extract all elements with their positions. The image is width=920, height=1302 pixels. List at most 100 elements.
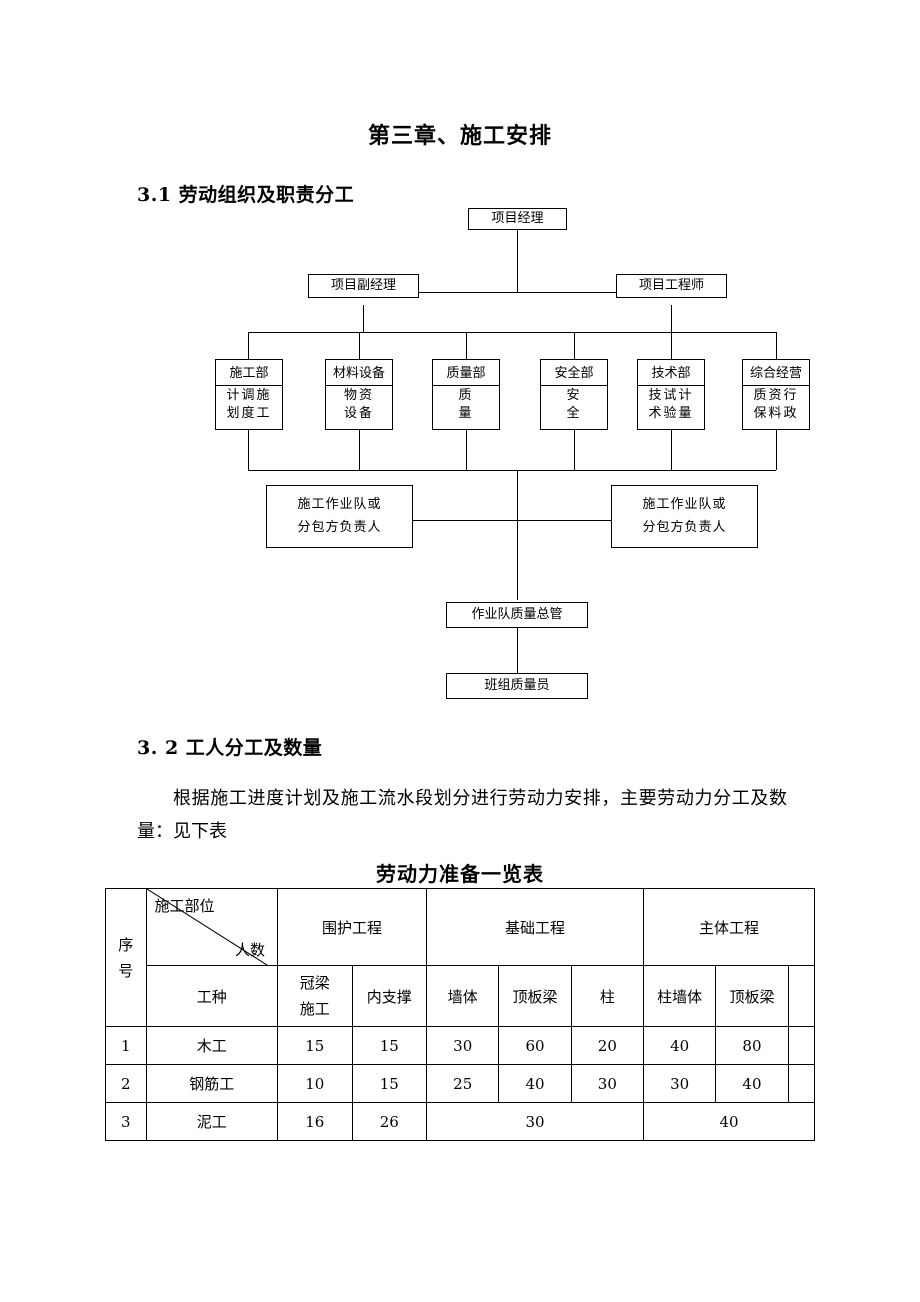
subheader-inner-support: 内支撑 [351, 965, 428, 1027]
org-node-label: 项目副经理 [330, 277, 396, 293]
duty-line: 计调施 [226, 388, 272, 404]
subheader-top-slab-beam: 顶板梁 [498, 965, 572, 1027]
header-worktype: 工种 [145, 965, 279, 1027]
body-paragraph: 根据施工进度计划及施工流水段划分进行劳动力安排，主要劳动力分工及数量：见下表 [137, 788, 787, 842]
row-cell: 40 [642, 1026, 717, 1065]
org-node-team-quality-director: 作业队质量总管 [446, 602, 588, 628]
row-cell: 40 [498, 1064, 572, 1103]
org-node-department-construction: 施工部 计调施 划度工 [215, 359, 283, 430]
header-group-foundation: 基础工程 [426, 888, 644, 966]
department-duties: 技试计 术验量 [638, 386, 704, 425]
duty-line: 质 [458, 388, 474, 404]
section-heading-3-1: 3.1 劳动组织及职责分工 [137, 184, 355, 206]
department-duties: 计调施 划度工 [216, 386, 282, 425]
duty-line: 术验量 [648, 405, 694, 421]
header-seq-line-2: 号 [118, 961, 134, 980]
subheader-wall: 墙体 [426, 965, 500, 1027]
department-duties: 质资行 保料政 [743, 386, 809, 425]
corner-upper-label: 施工部位 [154, 897, 215, 915]
duty-line: 安 [566, 388, 582, 404]
connector-left-mgr-down [363, 305, 364, 332]
org-node-work-team-right: 施工作业队或 分包方负责人 [611, 485, 758, 548]
row-cell [787, 1064, 816, 1103]
row-cell [787, 1026, 816, 1065]
duty-line: 物资 [343, 388, 374, 404]
connector-team-center-drop [517, 470, 518, 600]
duty-line: 保料政 [753, 405, 799, 421]
connector-dept-drop-5 [671, 332, 672, 359]
row-cell: 30 [426, 1026, 500, 1065]
connector-right-eng-down [671, 305, 672, 332]
connector-dept-drop-6 [776, 332, 777, 359]
connector-dept-up-6 [776, 430, 777, 470]
department-duties: 安 全 [541, 386, 607, 425]
section-heading-3-2: 3. 2 工人分工及数量 [137, 737, 323, 759]
team-line-1: 施工作业队或 [642, 497, 727, 513]
org-node-crew-quality-inspector: 班组质量员 [446, 673, 588, 699]
duty-line: 技试计 [648, 388, 694, 404]
row-cell-merged-superstructure: 40 [642, 1102, 816, 1141]
org-node-department-quality: 质量部 质 量 [432, 359, 500, 430]
row-cell: 10 [277, 1064, 353, 1103]
table-row: 2 钢筋工 10 15 25 40 30 30 40 [105, 1064, 816, 1103]
labor-table: 序 号 施工部位 人数 围护工程 基础工程 主体工程 工种 冠梁 [105, 888, 816, 1141]
corner-lower-label: 人数 [235, 941, 266, 959]
row-seq: 3 [105, 1102, 147, 1141]
subheader-column-wall: 柱墙体 [642, 965, 717, 1027]
row-cell: 80 [715, 1026, 789, 1065]
subheader-column: 柱 [570, 965, 644, 1027]
org-node-department-safety: 安全部 安 全 [540, 359, 608, 430]
connector-level2-bus [363, 292, 671, 293]
diagonal-divider-icon [147, 889, 277, 966]
connector-dept-up-5 [671, 430, 672, 470]
connector-dept-drop-3 [466, 332, 467, 359]
header-group-enclosure: 围护工程 [277, 888, 428, 966]
department-caption: 质量部 [433, 364, 499, 387]
connector-top-to-bus [517, 230, 518, 292]
team-line-2: 分包方负责人 [642, 519, 727, 535]
team-line-2: 分包方负责人 [297, 519, 382, 535]
row-worktype: 泥工 [145, 1102, 279, 1141]
org-node-project-engineer: 项目工程师 [616, 274, 727, 298]
page-title: 第三章、施工安排 [367, 123, 552, 149]
row-seq: 2 [105, 1064, 147, 1103]
row-seq: 1 [105, 1026, 147, 1065]
header-seq: 序 号 [105, 888, 147, 1027]
table-row: 3 泥工 16 26 30 40 [105, 1102, 816, 1141]
table-row: 1 木工 15 15 30 60 20 40 80 [105, 1026, 816, 1065]
row-cell: 30 [570, 1064, 644, 1103]
team-line-1: 施工作业队或 [297, 497, 382, 513]
duty-line: 质资行 [753, 388, 799, 404]
department-duties: 质 量 [433, 386, 499, 425]
subheader-extra [787, 965, 816, 1027]
department-caption: 材料设备 [326, 364, 392, 387]
connector-dept-drop-1 [248, 332, 249, 359]
org-node-deputy-manager: 项目副经理 [308, 274, 419, 298]
row-worktype: 木工 [145, 1026, 279, 1065]
duty-line: 量 [458, 405, 474, 421]
row-cell: 25 [426, 1064, 500, 1103]
row-cell: 20 [570, 1026, 644, 1065]
row-cell: 30 [642, 1064, 717, 1103]
connector-dept-up-4 [574, 430, 575, 470]
row-worktype: 钢筋工 [145, 1064, 279, 1103]
row-cell: 15 [351, 1026, 428, 1065]
org-node-label: 班组质量员 [484, 677, 550, 693]
row-cell: 26 [351, 1102, 428, 1141]
connector-dept-up-2 [359, 430, 360, 470]
department-caption: 安全部 [541, 364, 607, 387]
department-caption: 综合经营 [743, 364, 809, 387]
table-header-row-sub: 工种 冠梁 施工 内支撑 墙体 顶板梁 柱 柱墙体 顶板梁 [106, 965, 816, 1027]
row-cell: 16 [277, 1102, 353, 1141]
header-corner-cell: 施工部位 人数 [145, 888, 279, 966]
table-title: 劳动力准备一览表 [376, 862, 544, 886]
department-duties: 物资 设备 [326, 386, 392, 425]
connector-department-bus [248, 332, 776, 333]
row-cell: 15 [277, 1026, 353, 1065]
subheader-line-2: 施工 [299, 1000, 330, 1018]
org-node-label: 项目工程师 [638, 277, 704, 293]
table-header-row-groups: 序 号 施工部位 人数 围护工程 基础工程 主体工程 [105, 888, 816, 1027]
connector-dept-drop-4 [574, 332, 575, 359]
org-node-label: 项目经理 [491, 210, 544, 226]
